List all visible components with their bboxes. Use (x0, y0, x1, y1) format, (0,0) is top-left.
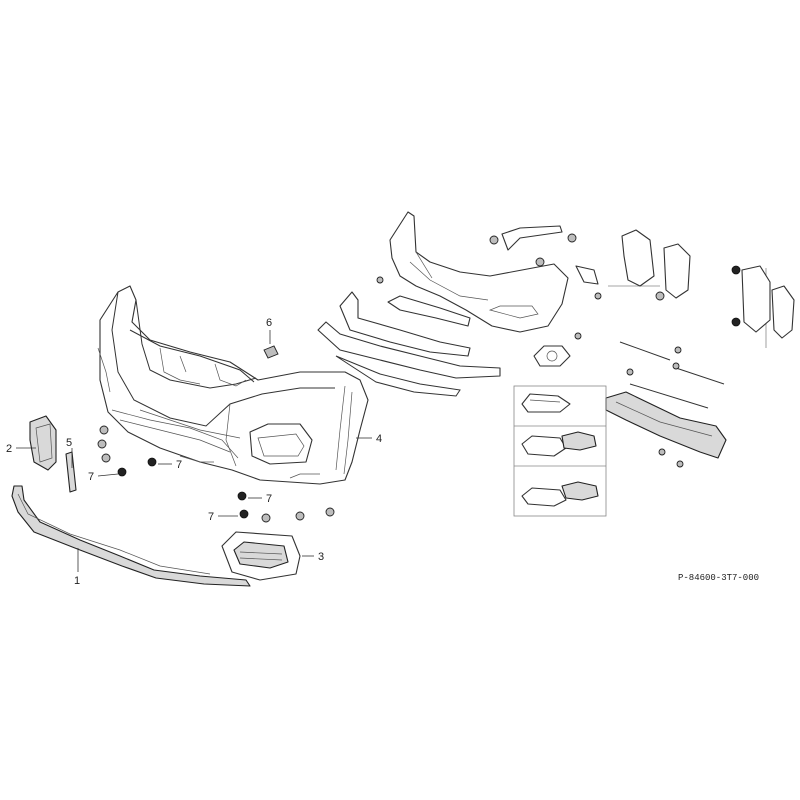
callout-2: 2 (6, 443, 12, 455)
side-spacer-right (731, 265, 795, 348)
callout-5: 5 (66, 437, 72, 449)
upper-bracket-set (376, 225, 602, 300)
clip-strip (65, 451, 77, 493)
upper-grille-trim (387, 295, 471, 327)
bumper-cover-upper (389, 211, 569, 333)
variant-boxes (513, 385, 607, 517)
lower-lip-spoiler (317, 321, 501, 397)
small-fastener (263, 345, 279, 359)
leader-lines (16, 330, 372, 572)
lower-spoiler-strip (11, 485, 251, 587)
callout-7c: 7 (266, 493, 272, 505)
fog-light-assembly (533, 332, 582, 367)
fog-light-garnish (221, 531, 301, 581)
lower-grille (339, 291, 471, 357)
callout-1: 1 (74, 575, 80, 587)
front-bumper-face (97, 285, 369, 485)
callout-7d: 7 (208, 511, 214, 523)
fastener-clips (97, 425, 335, 523)
callout-6: 6 (266, 317, 272, 329)
callout-4: 4 (376, 433, 382, 445)
side-bracket (29, 415, 57, 471)
support-rods (619, 341, 725, 409)
lower-absorber (605, 391, 727, 468)
callout-7b: 7 (176, 459, 182, 471)
side-spacer-left (608, 229, 691, 301)
callout-7a: 7 (88, 471, 94, 483)
diagram-code: P-84600-3T7-000 (678, 573, 759, 583)
callout-3: 3 (318, 551, 324, 563)
